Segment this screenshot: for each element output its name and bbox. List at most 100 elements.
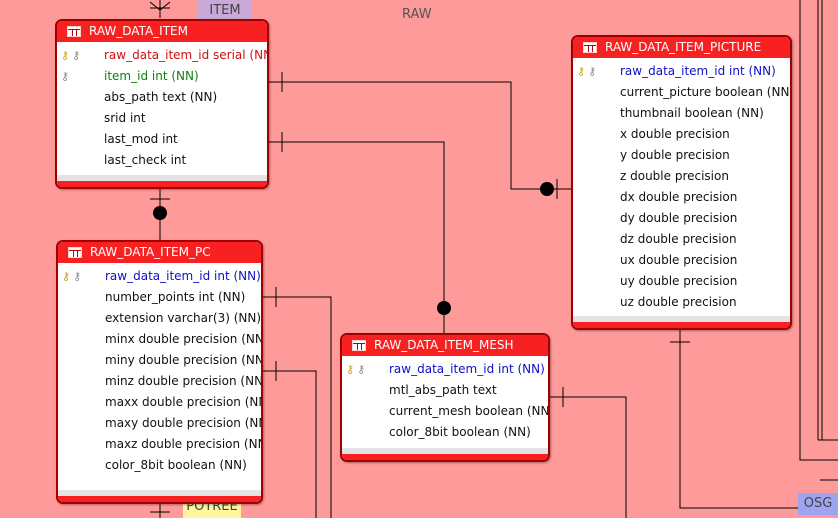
key-icons: ⚷ [61, 66, 72, 87]
column-row[interactable]: mtl_abs_path text [342, 380, 548, 401]
column-row[interactable]: dx double precision [573, 187, 790, 208]
column-row[interactable]: minx double precision (NN) [58, 329, 261, 350]
column-row[interactable]: y double precision [573, 145, 790, 166]
item-mesh-line [268, 141, 445, 333]
column-row[interactable]: current_mesh boolean (NN) [342, 401, 548, 422]
column-list: ⚷⚷ raw_data_item_id int (NN) current_pictu… [573, 58, 790, 313]
entity-footer-bar [342, 454, 548, 460]
primary-key-icon: ⚷ [346, 363, 355, 376]
column-row[interactable]: ⚷⚷ raw_data_item_id int (NN) [573, 61, 790, 82]
column-text: item_id int (NN) [104, 69, 199, 83]
column-text: dz double precision [620, 232, 737, 246]
entity-raw-data-item[interactable]: RAW_DATA_ITEM ⚷⚷raw_data_item_id serial … [55, 19, 269, 189]
entity-footer [342, 448, 548, 454]
entity-footer [573, 316, 790, 322]
column-row[interactable]: maxz double precision (NN) [58, 434, 261, 455]
tag-item[interactable]: ITEM [198, 0, 252, 22]
column-text: maxx double precision (NN) [105, 395, 263, 409]
column-text: miny double precision (NN) [105, 353, 263, 367]
column-row[interactable]: last_check int [57, 150, 267, 171]
column-text: current_mesh boolean (NN) [389, 404, 550, 418]
column-row[interactable]: current_picture boolean (NN) [573, 82, 790, 103]
column-row[interactable]: ⚷⚷ raw_data_item_id serial (NN) [57, 45, 267, 66]
entity-footer [58, 490, 261, 496]
item-picture-dot [540, 182, 554, 196]
table-icon [583, 42, 597, 53]
item-pc-dot [153, 206, 167, 220]
column-row[interactable]: z double precision [573, 166, 790, 187]
right-frame-line-1 [799, 0, 838, 461]
column-text: uy double precision [620, 274, 738, 288]
column-row[interactable]: uy double precision [573, 271, 790, 292]
column-text: raw_data_item_id serial (NN) [104, 48, 269, 62]
foreign-key-icon: ⚷ [72, 49, 81, 62]
column-row[interactable]: last_mod int [57, 129, 267, 150]
column-row[interactable]: dy double precision [573, 208, 790, 229]
column-list: ⚷⚷raw_data_item_id int (NN) mtl_abs_path … [342, 356, 548, 443]
column-row[interactable]: ux double precision [573, 250, 790, 271]
column-row[interactable]: extension varchar(3) (NN) [58, 308, 261, 329]
entity-raw-data-item-pc[interactable]: RAW_DATA_ITEM_PC ⚷⚷ raw_data_item_id int … [56, 240, 263, 504]
column-row[interactable]: srid int [57, 108, 267, 129]
column-text: extension varchar(3) (NN) [105, 311, 262, 325]
column-text: abs_path text (NN) [104, 90, 218, 104]
entity-raw-data-item-picture[interactable]: RAW_DATA_ITEM_PICTURE ⚷⚷ raw_data_item_id… [571, 35, 792, 330]
primary-key-icon: ⚷ [61, 49, 70, 62]
column-text: raw_data_item_id int (NN) [620, 64, 776, 78]
column-row[interactable]: ⚷ item_id int (NN) [57, 66, 267, 87]
foreign-key-icon: ⚷ [357, 363, 366, 376]
column-row[interactable]: number_points int (NN) [58, 287, 261, 308]
column-row[interactable]: dz double precision [573, 229, 790, 250]
entity-footer-bar [58, 496, 261, 502]
primary-key-icon: ⚷ [62, 270, 71, 283]
column-text: uz double precision [620, 295, 737, 309]
column-text: minx double precision (NN) [105, 332, 263, 346]
tag-osg[interactable]: OSG [798, 493, 838, 515]
entity-header[interactable]: RAW_DATA_ITEM_MESH [342, 335, 548, 356]
column-text: mtl_abs_path text [389, 383, 497, 397]
key-icons: ⚷⚷ [577, 61, 599, 82]
column-row[interactable]: minz double precision (NN) [58, 371, 261, 392]
column-row[interactable]: color_8bit boolean (NN) [342, 422, 548, 443]
column-list: ⚷⚷ raw_data_item_id int (NN) number_points… [58, 263, 261, 476]
column-row[interactable]: abs_path text (NN) [57, 87, 267, 108]
foreign-key-icon: ⚷ [73, 270, 82, 283]
column-row[interactable]: miny double precision (NN) [58, 350, 261, 371]
foreign-key-icon: ⚷ [588, 65, 597, 78]
entity-title: RAW_DATA_ITEM_PC [90, 245, 211, 259]
item-mesh-dot [437, 301, 451, 315]
key-icons: ⚷⚷ [62, 266, 84, 287]
column-text: raw_data_item_id int (NN) [105, 269, 261, 283]
column-text: thumbnail boolean (NN) [620, 106, 764, 120]
column-row[interactable]: color_8bit boolean (NN) [58, 455, 261, 476]
column-row[interactable]: ⚷⚷ raw_data_item_id int (NN) [58, 266, 261, 287]
column-row[interactable]: uz double precision [573, 292, 790, 313]
entity-header[interactable]: RAW_DATA_ITEM [57, 21, 267, 42]
column-text: last_mod int [104, 132, 178, 146]
primary-key-icon: ⚷ [577, 65, 586, 78]
column-row[interactable]: maxy double precision (NN) [58, 413, 261, 434]
table-icon [67, 26, 81, 37]
column-text: dx double precision [620, 190, 738, 204]
entity-header[interactable]: RAW_DATA_ITEM_PICTURE [573, 37, 790, 58]
column-text: x double precision [620, 127, 730, 141]
column-text: dy double precision [620, 211, 738, 225]
column-row[interactable]: ⚷⚷raw_data_item_id int (NN) [342, 359, 548, 380]
column-text: minz double precision (NN) [105, 374, 263, 388]
pc-link-line-1 [262, 296, 332, 518]
column-row[interactable]: x double precision [573, 124, 790, 145]
entity-footer-bar [57, 181, 267, 187]
table-icon [352, 340, 366, 351]
entity-header[interactable]: RAW_DATA_ITEM_PC [58, 242, 261, 263]
column-row[interactable]: thumbnail boolean (NN) [573, 103, 790, 124]
pc-link-line-2 [262, 370, 317, 518]
key-icons: ⚷⚷ [61, 45, 83, 66]
item-picture-line [268, 81, 572, 190]
entity-raw-data-item-mesh[interactable]: RAW_DATA_ITEM_MESH ⚷⚷raw_data_item_id in… [340, 333, 550, 462]
column-text: color_8bit boolean (NN) [389, 425, 531, 439]
column-text: maxz double precision (NN) [105, 437, 263, 451]
key-icons: ⚷⚷ [346, 359, 368, 380]
column-row[interactable]: maxx double precision (NN) [58, 392, 261, 413]
column-text: z double precision [620, 169, 729, 183]
column-text: current_picture boolean (NN) [620, 85, 792, 99]
